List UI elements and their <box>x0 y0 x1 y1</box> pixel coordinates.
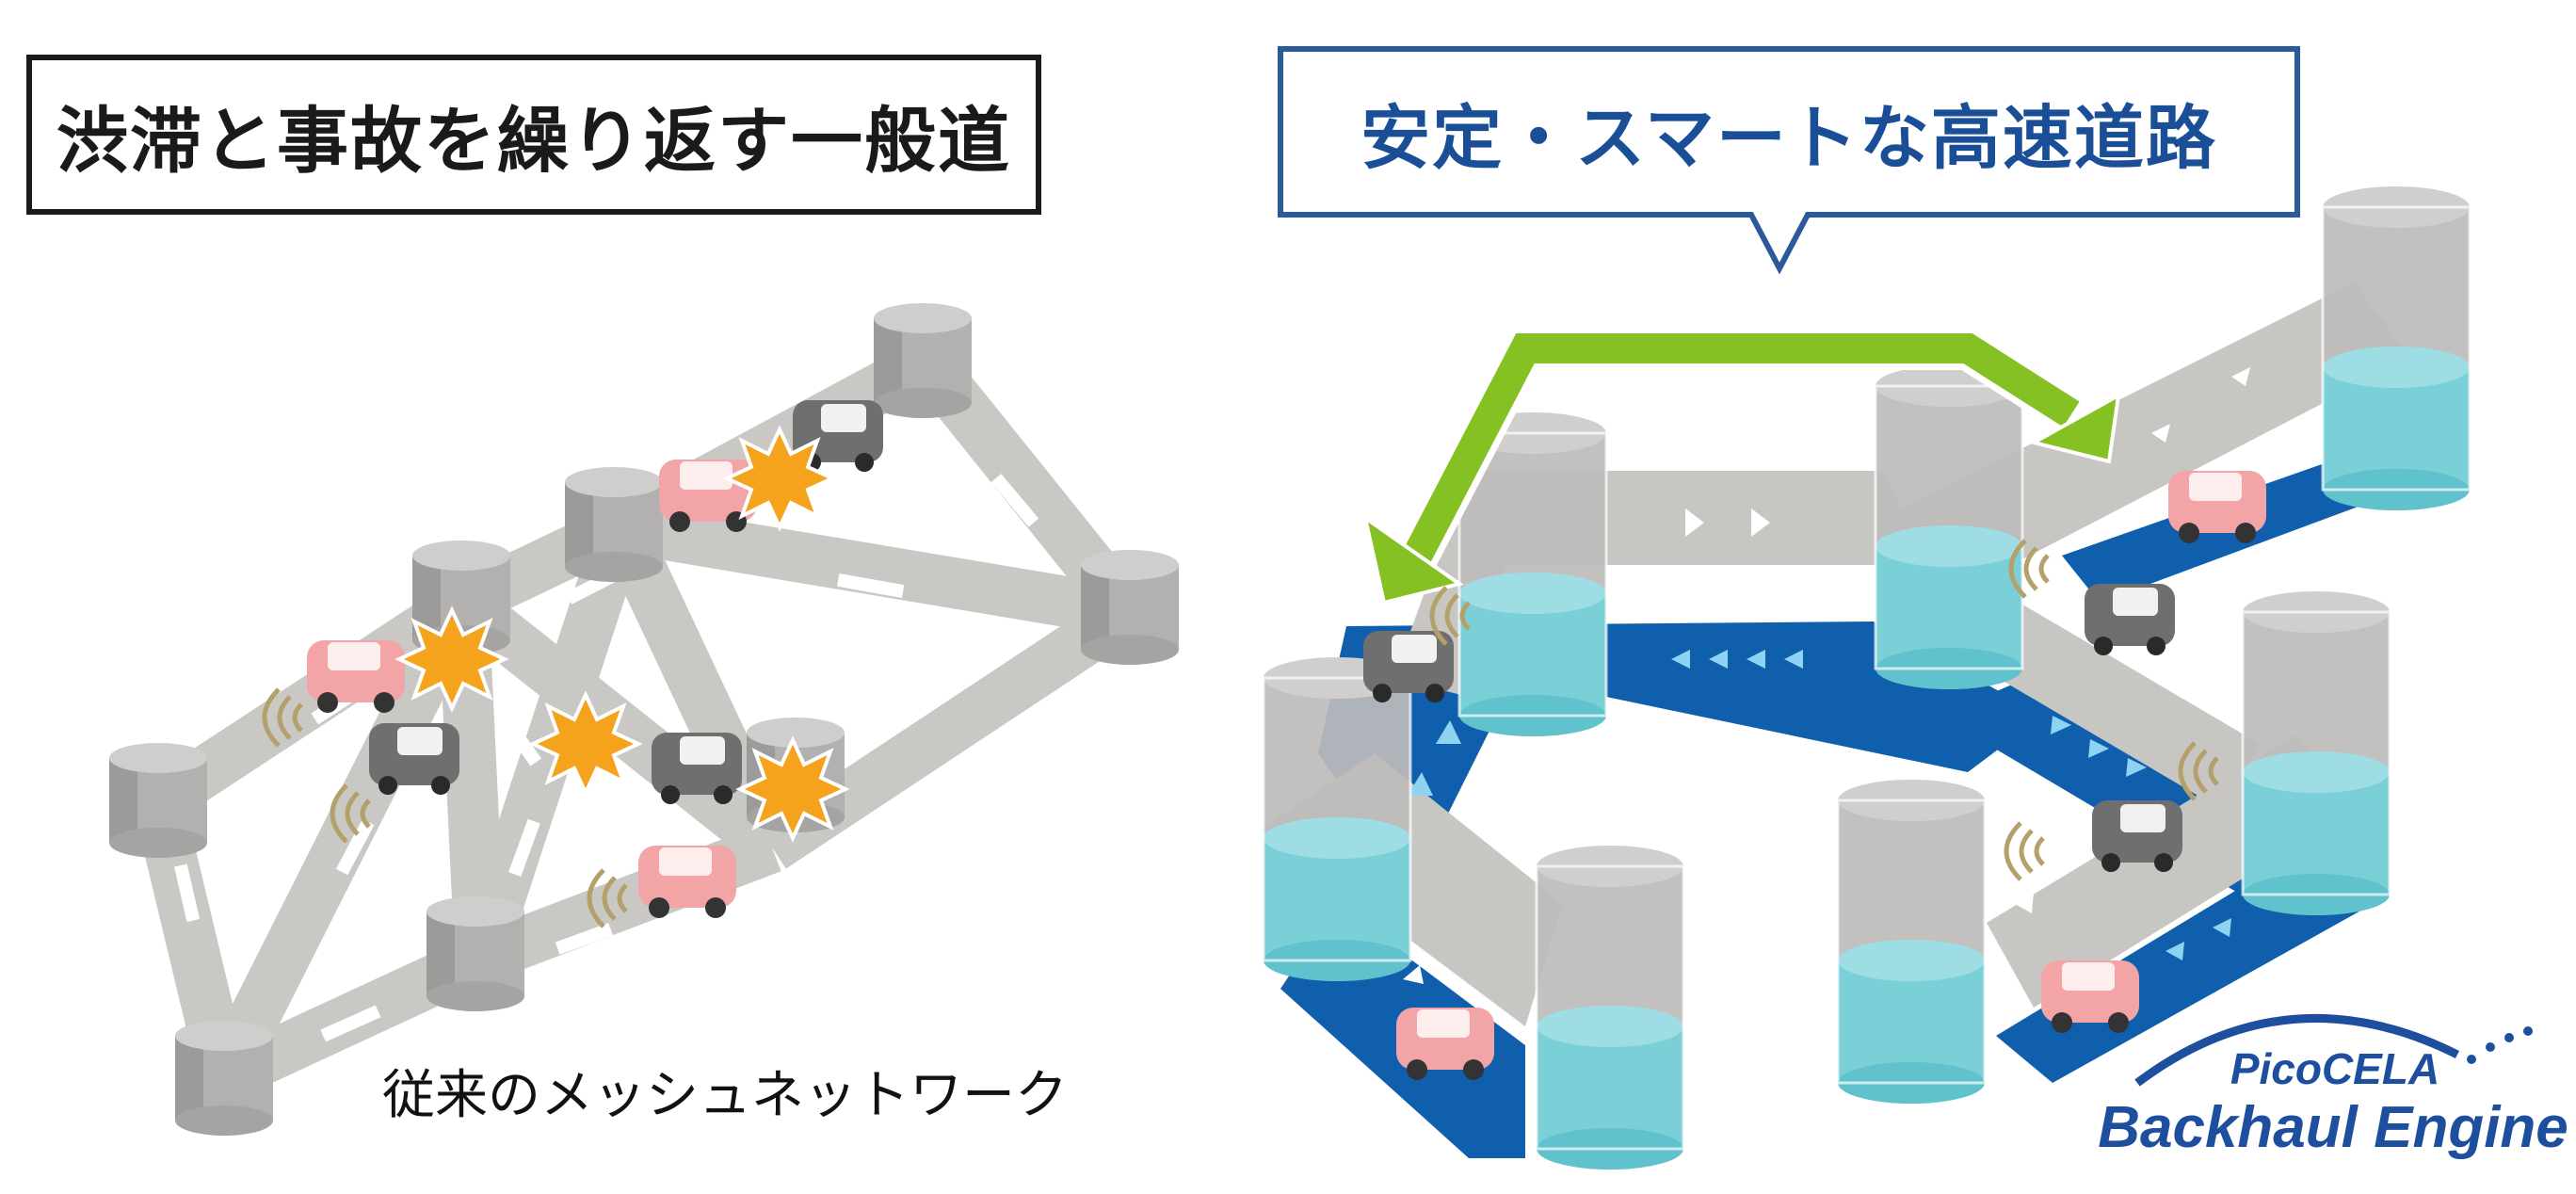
car-icon <box>2168 471 2266 543</box>
car-icon <box>652 733 742 804</box>
car-icon <box>638 846 736 918</box>
mesh-caption: 従来のメッシュネットワーク <box>382 1065 1068 1126</box>
backhaul-highway-diagram <box>1262 46 2533 1171</box>
mesh-roads <box>133 340 1149 1101</box>
car-icon <box>2092 800 2182 872</box>
cylinder-node-icon <box>1836 778 1987 1105</box>
cylinder-node-icon <box>109 743 207 858</box>
lane-direction-marks <box>1403 367 2250 984</box>
cylinder-node-icon <box>1535 844 1685 1171</box>
car-icon <box>369 723 459 795</box>
route-arrow-icon <box>1361 327 2121 605</box>
car-icon <box>2085 584 2175 655</box>
car-icon <box>1363 631 1454 702</box>
cylinder-node-icon <box>565 467 663 582</box>
callout-frame <box>1278 46 2300 275</box>
cylinder-node-icon <box>874 303 972 418</box>
cylinder-node-icon <box>1874 363 2024 691</box>
brand-logo-mark <box>2134 1014 2533 1087</box>
left-title: 渋滞と事故を繰り返す一般道 <box>56 99 1011 183</box>
mesh-network-diagram <box>109 303 1179 1136</box>
cylinder-node-icon <box>2321 185 2471 512</box>
wireless-signal-icon <box>2006 823 2043 879</box>
car-icon <box>1396 1008 1494 1080</box>
car-icon <box>2041 960 2139 1033</box>
collision-burst-icon <box>738 738 847 840</box>
car-icon <box>307 640 405 713</box>
collision-burst-icon <box>397 608 507 710</box>
right-callout-title: 安定・スマートな高速道路 <box>1360 97 2217 179</box>
cylinder-node-icon <box>2241 589 2391 917</box>
cylinder-node-icon <box>175 1021 273 1136</box>
cylinder-node-icon <box>427 896 524 1011</box>
collision-burst-icon <box>725 428 834 529</box>
brand-product: Backhaul Engine <box>2098 1095 2568 1160</box>
collision-burst-icon <box>531 693 640 795</box>
brand-name: PicoCELA <box>2230 1044 2440 1093</box>
cylinder-node-icon <box>1262 655 1412 983</box>
cylinder-node-icon <box>1081 550 1179 665</box>
left-title-box: 渋滞と事故を繰り返す一般道 <box>26 55 1041 215</box>
